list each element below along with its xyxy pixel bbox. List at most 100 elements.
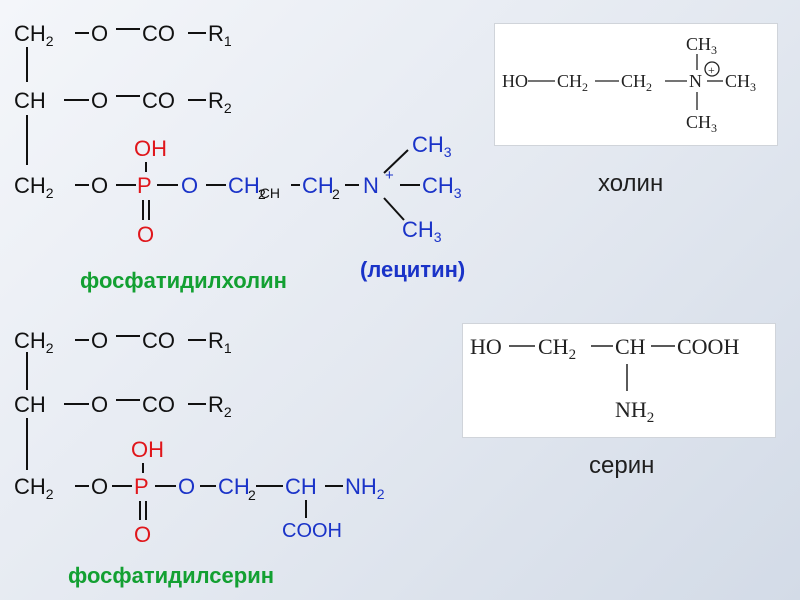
ps-o2: O [178, 474, 195, 499]
choline-ch2a: CH [557, 71, 582, 91]
ps-r2-co: CO [142, 392, 175, 417]
svg-text:R2: R2 [208, 88, 232, 116]
ps-r1-r: R [208, 328, 224, 353]
serine-ho: HO [470, 334, 502, 359]
svg-text:CH3: CH3 [686, 112, 717, 135]
lc-p: P [137, 173, 152, 198]
choline-charge: + [708, 63, 715, 77]
lc-oh: OH [134, 136, 167, 161]
ps-ch2-sub: 2 [248, 487, 256, 503]
lc-me2-sub: 3 [454, 185, 462, 201]
lc-r1-rsub: 1 [224, 33, 232, 49]
ps-r2-o: O [91, 392, 108, 417]
serine-panel: HO CH2 CH COOH NH2 [462, 323, 776, 438]
svg-text:CH2: CH2 [14, 21, 54, 49]
choline-ho: HO [502, 71, 528, 91]
lc-o2: O [181, 173, 198, 198]
svg-text:CHCH: CHCH [228, 173, 280, 201]
svg-text:CH2: CH2 [14, 328, 54, 356]
serine-caption: серин [589, 452, 655, 479]
choline-panel: HO CH2 CH2 N + CH3 CH3 CH3 [494, 23, 778, 146]
lc-r3-sub: 2 [46, 185, 54, 201]
lc-r2-co: CO [142, 88, 175, 113]
lc-ch2b: CH [302, 173, 334, 198]
choline-n: N [689, 71, 702, 91]
serine-ch: CH [615, 334, 646, 359]
serine-formula: HO CH2 CH COOH NH2 [470, 334, 739, 426]
lc-me2: CH [422, 173, 454, 198]
choline-me3: CH [686, 112, 711, 132]
ps-o-double: O [134, 522, 151, 547]
svg-text:CH2: CH2 [14, 173, 54, 201]
lc-r1-o: O [91, 21, 108, 46]
lc-n-charge: + [385, 167, 394, 184]
lc-ch2a-sub: CH [260, 185, 280, 201]
lc-me1: CH [412, 132, 444, 157]
serine-nh2-sub: 2 [647, 410, 655, 426]
choline-ch2a-sub: 2 [582, 80, 588, 94]
lc-me3: CH [402, 217, 434, 242]
svg-text:R2: R2 [208, 392, 232, 420]
svg-text:CH3: CH3 [725, 71, 756, 94]
choline-me1: CH [686, 34, 711, 54]
ps-oh: OH [131, 437, 164, 462]
svg-text:CH3: CH3 [686, 34, 717, 57]
lc-r3-o: O [91, 173, 108, 198]
lc-r2-rsub: 2 [224, 100, 232, 116]
lc-r2-ch: CH [14, 88, 46, 113]
ps-p: P [134, 474, 149, 499]
choline-ch2b-sub: 2 [646, 80, 652, 94]
serine-ch2: CH [538, 334, 569, 359]
svg-text:CH2: CH2 [14, 474, 54, 502]
lc-ch2a: CH [228, 173, 260, 198]
lc-r1-co: CO [142, 21, 175, 46]
ps-r1-sub: 2 [46, 340, 54, 356]
ps-r3-ch2: CH [14, 474, 46, 499]
ps-r1-rsub: 1 [224, 340, 232, 356]
ps-r1-ch2: CH [14, 328, 46, 353]
lc-o-double: O [137, 222, 154, 247]
choline-me2: CH [725, 71, 750, 91]
svg-text:CH3: CH3 [412, 132, 452, 160]
phosphatidylserine-name: фосфатидилсерин [68, 563, 274, 588]
ps-ch2: CH [218, 474, 250, 499]
svg-text:R1: R1 [208, 328, 232, 356]
ps-r1-o: O [91, 328, 108, 353]
choline-me2-sub: 3 [750, 80, 756, 94]
lc-me3-sub: 3 [434, 229, 442, 245]
lecithin-synonym: (лецитин) [360, 257, 465, 282]
lc-me1-sub: 3 [444, 144, 452, 160]
serine-ch2-sub: 2 [569, 347, 577, 363]
choline-me1-sub: 3 [711, 43, 717, 57]
lc-n: N [363, 173, 379, 198]
ps-ch: CH [285, 474, 317, 499]
ps-r1-co: CO [142, 328, 175, 353]
svg-text:CH3: CH3 [422, 173, 462, 201]
lc-r1-r: R [208, 21, 224, 46]
ps-nh2: NH [345, 474, 377, 499]
svg-text:CH3: CH3 [402, 217, 442, 245]
choline-me3-sub: 3 [711, 121, 717, 135]
lecithin-name: фосфатидилхолин [80, 268, 287, 293]
lc-ch2b-sub: 2 [332, 186, 340, 202]
ps-r2-r: R [208, 392, 224, 417]
serine-cooh: COOH [677, 334, 739, 359]
ps-r3-o: O [91, 474, 108, 499]
ps-r2-ch: CH [14, 392, 46, 417]
lc-r1-ch2: CH [14, 21, 46, 46]
ps-r2-rsub: 2 [224, 404, 232, 420]
lc-r3-ch2: CH [14, 173, 46, 198]
lc-ch2a-sub2: 2 [258, 186, 266, 202]
svg-text:NH2: NH2 [345, 474, 385, 502]
svg-text:CH2: CH2 [557, 71, 588, 94]
lc-r2-r: R [208, 88, 224, 113]
lc-r1-sub: 2 [46, 33, 54, 49]
lc-r2-o: O [91, 88, 108, 113]
svg-text:R1: R1 [208, 21, 232, 49]
svg-text:NH2: NH2 [615, 397, 654, 426]
ps-nh2-sub: 2 [377, 486, 385, 502]
svg-text:CH2: CH2 [538, 334, 576, 363]
